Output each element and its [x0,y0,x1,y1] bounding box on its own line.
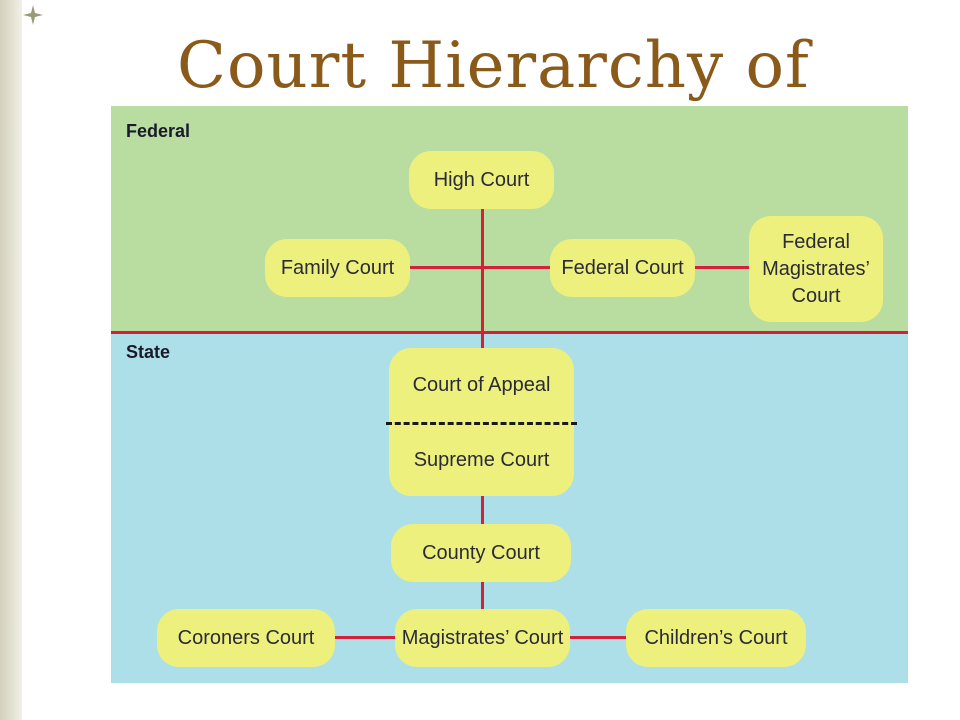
connector-magistrates-childrens [566,636,626,639]
connector-family-federal [406,266,551,269]
slide-bullet-icon [23,5,43,25]
childrens-court-node: Children’s Court [626,609,806,667]
high-court-node: High Court [409,151,554,209]
supreme-court-label: Supreme Court [413,449,550,471]
slide-left-bar [0,0,22,720]
division-dashed-line [386,422,577,425]
appeal-supreme-court-node: Court of Appeal Supreme Court [386,348,577,496]
connector-high-to-appeal [481,206,484,351]
family-court-node: Family Court [265,239,410,297]
state-label: State [126,342,171,362]
court-hierarchy-diagram: Federal State High Court Family Court Fe… [111,106,908,683]
connector-county-magistrates [481,581,484,611]
county-court-node: County Court [391,524,571,582]
federal-label: Federal [126,121,191,141]
connector-federal-magistrates [691,266,751,269]
federal-state-divider [111,331,908,334]
connector-supreme-county [481,494,484,529]
magistrates-court-node: Magistrates’ Court [395,609,570,667]
court-of-appeal-label: Court of Appeal [412,374,551,396]
coroners-court-node: Coroners Court [157,609,335,667]
federal-court-node: Federal Court [550,239,695,297]
federal-magistrates-court-node: Federal Magistrates’ Court [749,216,883,322]
slide-title: Court Hierarchy of [177,29,810,103]
connector-coroners-magistrates [333,636,399,639]
